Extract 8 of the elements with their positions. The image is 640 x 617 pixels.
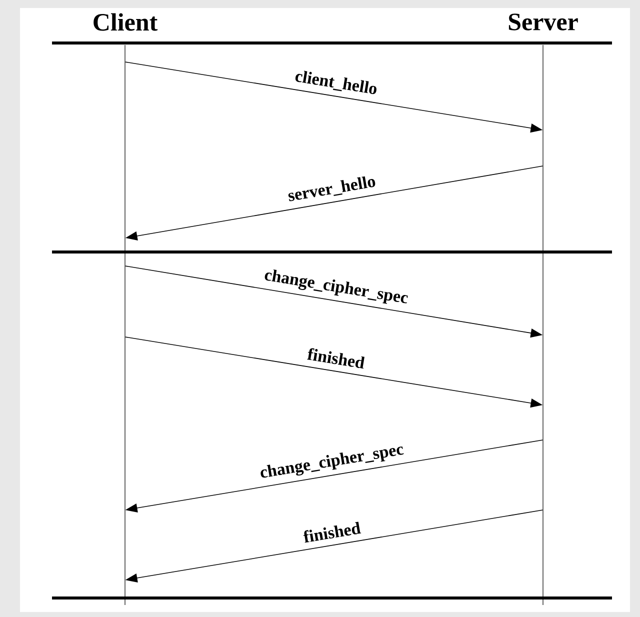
lifeline [124, 44, 126, 606]
edge-label: client_hello [292, 68, 380, 98]
lifeline [542, 44, 544, 606]
edge-label: finished [301, 520, 362, 544]
edge-label: finished [306, 346, 367, 370]
edge-label: server_hello [286, 174, 378, 205]
participant-label: Client [94, 13, 158, 31]
participant-label: Server [508, 14, 578, 30]
